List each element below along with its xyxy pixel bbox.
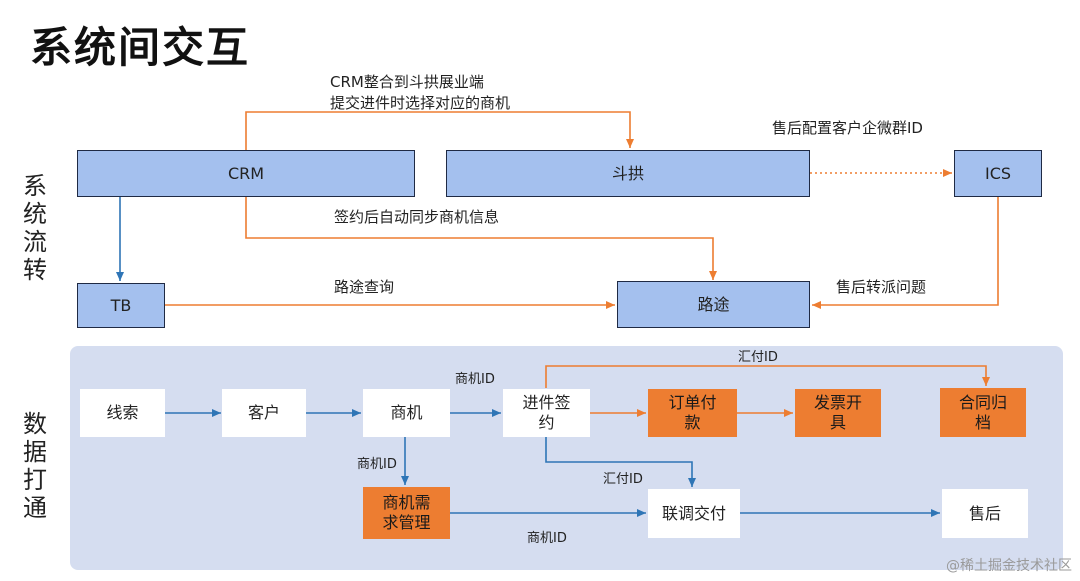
edge-jinjian-to-hetong xyxy=(545,365,990,388)
node-hetong-label-2: 档 xyxy=(974,412,991,432)
node-shangji: 商机 xyxy=(363,389,450,437)
node-xiansuo-label: 线索 xyxy=(106,403,139,422)
node-xuqiu-label-2: 求管理 xyxy=(382,513,431,532)
system-dougong-label: 斗拱 xyxy=(611,163,644,183)
node-jinjian-label-2: 约 xyxy=(538,413,555,432)
section-label-system-flow: 系统流转 xyxy=(23,172,47,284)
edge-ics-to-lutu xyxy=(812,197,999,309)
system-crm-label: CRM xyxy=(227,163,265,183)
edge-label-xuqiu-liantiao: 商机ID xyxy=(527,531,567,546)
node-hetong-label-1: 合同归 xyxy=(958,392,1007,412)
system-dougong: 斗拱 xyxy=(446,150,810,197)
edge-label-ics-lutu: 售后转派问题 xyxy=(836,278,927,296)
node-dingdan-label-2: 款 xyxy=(684,413,701,432)
node-liantiao-label: 联调交付 xyxy=(661,503,726,523)
edge-label-jinjian-hetong: 汇付ID xyxy=(738,350,778,365)
watermark: @稀土掘金技术社区 xyxy=(946,558,1072,574)
node-jinjian-label-1: 进件签 xyxy=(522,393,571,412)
node-shangji-label: 商机 xyxy=(390,403,423,422)
node-fapiao-label-1: 发票开 xyxy=(813,393,862,412)
node-liantiao: 联调交付 xyxy=(648,489,740,538)
edge-label-crm-dougong-2: 提交进件时选择对应的商机 xyxy=(330,94,511,112)
edge-jinjian-to-liantiao xyxy=(545,437,696,487)
edge-crm-to-dougong xyxy=(245,111,634,150)
system-tb: TB xyxy=(77,283,165,328)
system-ics: ICS xyxy=(954,150,1042,197)
node-jinjian: 进件签 约 xyxy=(503,389,590,437)
node-shouhou-label: 售后 xyxy=(968,503,1001,523)
node-shouhou: 售后 xyxy=(942,489,1028,538)
edge-label-dougong-ics: 售后配置客户企微群ID xyxy=(772,119,923,137)
node-dingdan: 订单付 款 xyxy=(648,389,737,437)
node-dingdan-label-1: 订单付 xyxy=(668,393,717,412)
edge-label-jinjian-liantiao: 汇付ID xyxy=(603,472,643,487)
node-xiansuo: 线索 xyxy=(80,389,165,437)
system-lutu: 路途 xyxy=(617,281,810,328)
node-fapiao: 发票开 具 xyxy=(795,389,881,437)
edge-crm-to-lutu xyxy=(245,197,717,280)
edge-label-crm-dougong-1: CRM整合到斗拱展业端 xyxy=(330,73,484,91)
system-lutu-label: 路途 xyxy=(697,294,730,314)
section-label-data-link: 数据打通 xyxy=(23,410,47,522)
system-ics-label: ICS xyxy=(984,163,1012,183)
node-hetong: 合同归 档 xyxy=(940,388,1026,437)
node-fapiao-label-2: 具 xyxy=(829,413,846,432)
system-crm: CRM xyxy=(77,150,415,197)
system-tb-label: TB xyxy=(110,295,132,315)
node-xuqiu: 商机需 求管理 xyxy=(363,487,450,539)
data-link-panel xyxy=(70,346,1063,570)
node-kehu-label: 客户 xyxy=(247,403,280,422)
edge-label-shangji-xuqiu: 商机ID xyxy=(357,457,397,472)
node-xuqiu-label-1: 商机需 xyxy=(382,493,431,512)
node-kehu: 客户 xyxy=(222,389,306,437)
edge-label-crm-lutu: 签约后自动同步商机信息 xyxy=(334,208,500,226)
edge-label-tb-lutu: 路途查询 xyxy=(334,278,395,296)
edge-label-shangji-jinjian: 商机ID xyxy=(455,372,495,387)
page-title: 系统间交互 xyxy=(30,23,251,72)
